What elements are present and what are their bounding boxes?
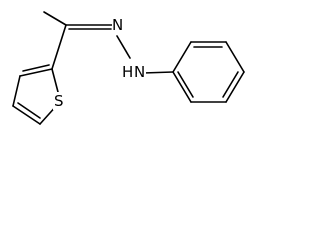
nitrogen-1-label: N — [112, 16, 123, 34]
phenyl-inner-bond-2 — [222, 71, 239, 98]
sulfur-label-background — [53, 92, 65, 110]
phenyl-bond-3 — [225, 41, 245, 73]
hydrazone-bond — [116, 35, 131, 59]
thiophene-bond-c3-c4 — [12, 75, 21, 107]
amine-label-background — [122, 62, 146, 80]
thiophene-bond-c4-c5-inner — [17, 102, 41, 119]
thiophene-bond-s-c2 — [51, 68, 59, 93]
sulfur-label: S — [54, 92, 64, 110]
phenyl-bond-4 — [225, 71, 245, 103]
nitrogen-1-label-background — [112, 16, 125, 34]
hydrogen-on-nitrogen-label: H — [122, 63, 133, 81]
thiophene-bond-c4-c5 — [12, 105, 41, 125]
chemical-structure-diagram: N H N S — [12, 11, 245, 125]
methyl-bond — [43, 11, 67, 26]
phenyl-bond-1 — [172, 41, 192, 73]
phenyl-bond-6 — [172, 71, 192, 103]
nitrogen-2-label: N — [134, 63, 145, 81]
phenyl-inner-bond-3 — [177, 71, 194, 98]
thiophene-bond-c2-c3 — [19, 68, 53, 77]
amine-phenyl-bond — [142, 71, 174, 74]
thiophene-bond-c2-c3-inner — [22, 64, 50, 72]
imine-thiophene-bond — [51, 24, 67, 70]
